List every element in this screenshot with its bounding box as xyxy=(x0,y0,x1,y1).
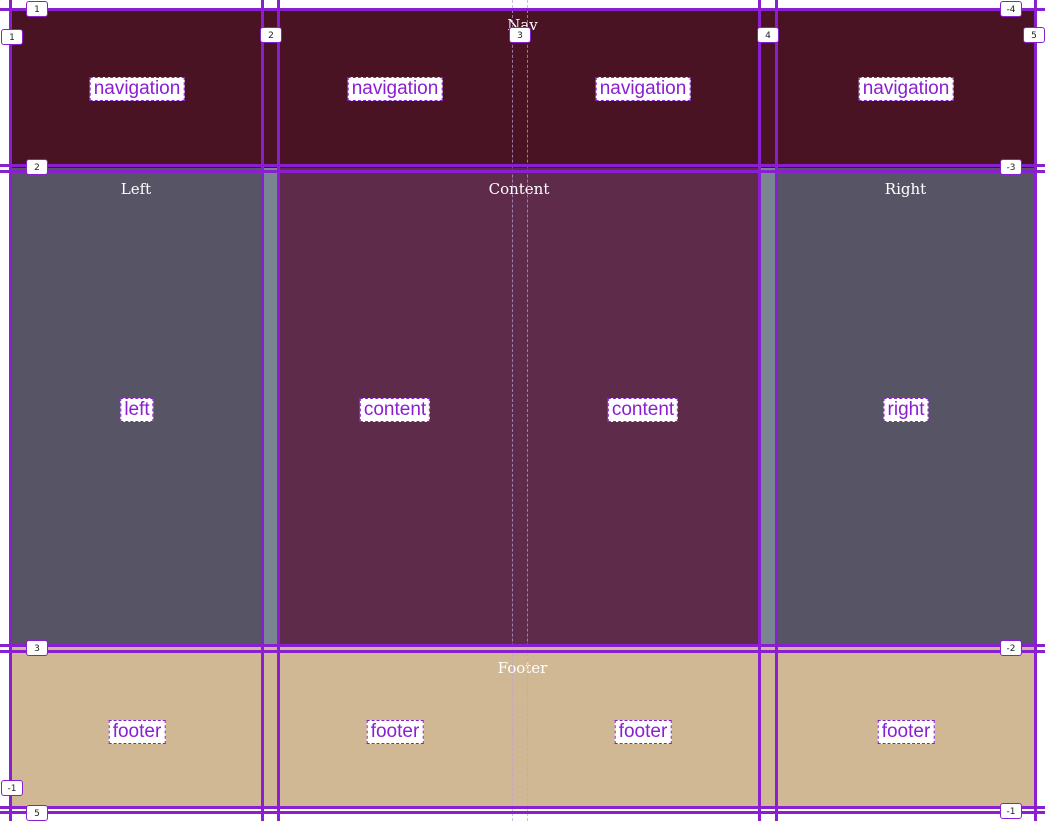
grid-line xyxy=(0,164,1045,167)
area-label-content: content xyxy=(359,398,431,422)
area-label-footer: footer xyxy=(366,720,424,744)
column-line-number: 1 xyxy=(1,29,23,45)
row-line-number: 5 xyxy=(26,805,48,821)
column-line-number: 4 xyxy=(757,27,779,43)
grid-line xyxy=(775,0,778,821)
column-line-number: 3 xyxy=(509,27,531,43)
column-line-number: 2 xyxy=(260,27,282,43)
grid-line xyxy=(0,650,1045,653)
area-label-left: left xyxy=(120,398,154,422)
row-line-number: -2 xyxy=(1000,640,1022,656)
area-label-navigation: navigation xyxy=(858,77,954,101)
area-label-footer: footer xyxy=(614,720,672,744)
grid-line xyxy=(0,806,1045,809)
row-line-number: -4 xyxy=(1000,1,1022,17)
area-label-navigation: navigation xyxy=(347,77,443,101)
grid-line xyxy=(0,811,1045,814)
row-line-number: 1 xyxy=(26,1,48,17)
left-title: Left xyxy=(120,180,152,198)
footer-area: Footer xyxy=(10,646,1035,808)
grid-line xyxy=(0,170,1045,173)
content-area: Content xyxy=(278,168,760,646)
grid-line xyxy=(0,8,1045,11)
footer-title: Footer xyxy=(497,659,548,677)
grid-line xyxy=(0,644,1045,647)
area-label-footer: footer xyxy=(877,720,935,744)
grid-line xyxy=(9,0,12,821)
grid-line xyxy=(758,0,761,821)
grid-line xyxy=(277,0,280,821)
row-line-number: -1 xyxy=(1000,803,1022,819)
column-gap xyxy=(760,168,776,646)
column-line-number: 5 xyxy=(1023,27,1045,43)
area-label-content: content xyxy=(607,398,679,422)
row-line-number: 2 xyxy=(26,159,48,175)
area-label-navigation: navigation xyxy=(595,77,691,101)
area-label-footer: footer xyxy=(108,720,166,744)
row-line-number: -3 xyxy=(1000,159,1022,175)
track-line xyxy=(527,0,528,821)
area-label-right: right xyxy=(883,398,929,422)
column-gap xyxy=(262,168,278,646)
row-line-number: 3 xyxy=(26,640,48,656)
grid-line xyxy=(1034,0,1037,821)
right-title: Right xyxy=(884,180,927,198)
track-line xyxy=(512,0,513,821)
area-label-navigation: navigation xyxy=(89,77,185,101)
grid-line xyxy=(261,0,264,821)
row-line-number: -1 xyxy=(1,780,23,796)
content-title: Content xyxy=(488,180,550,198)
